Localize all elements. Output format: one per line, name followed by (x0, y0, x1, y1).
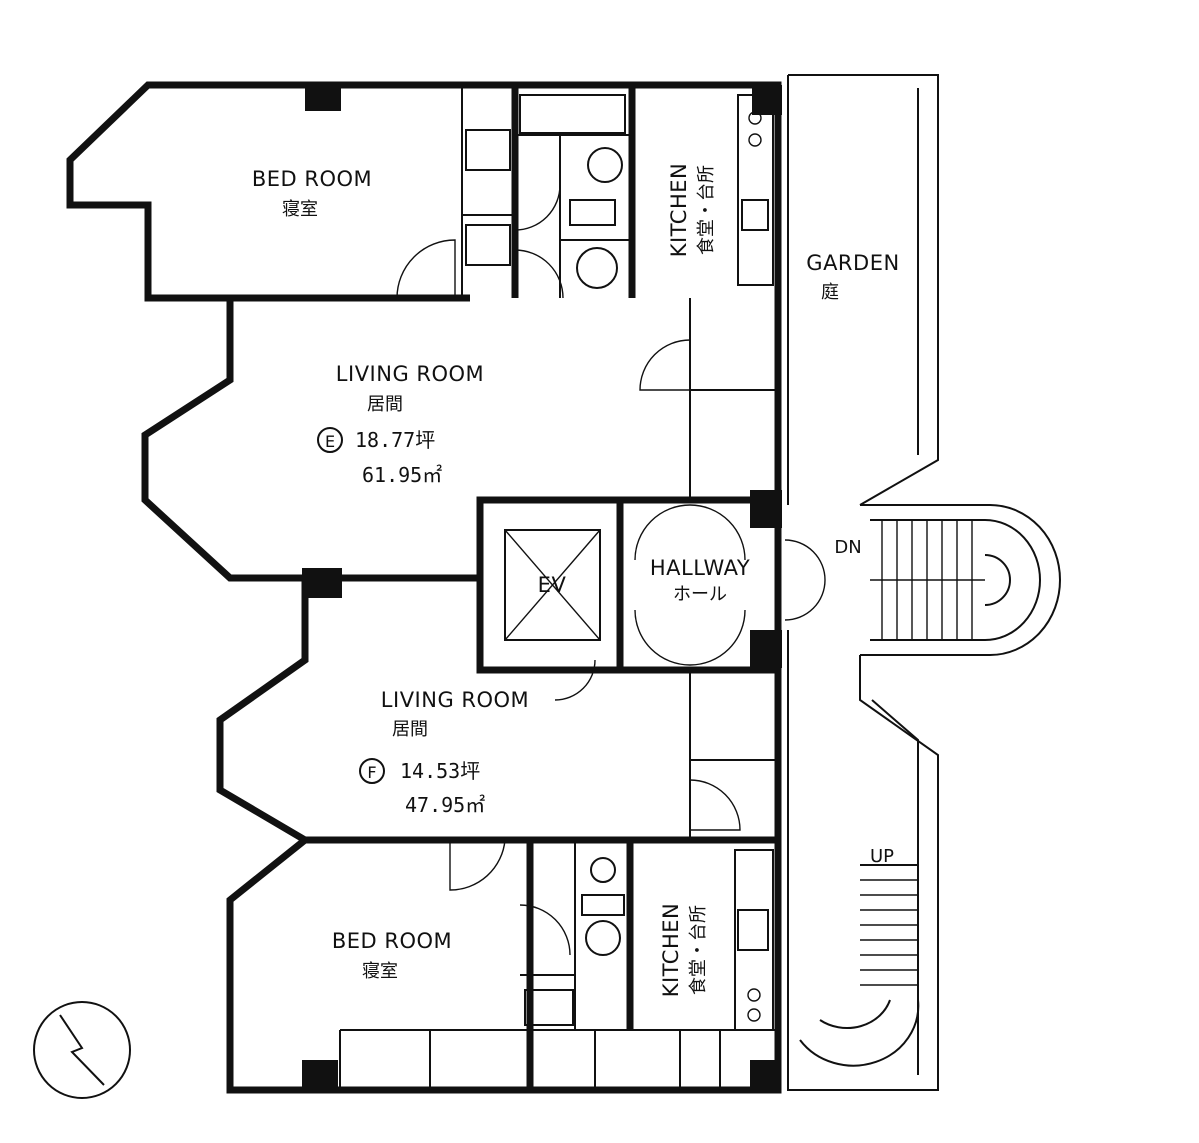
label-hallway: HALLWAY ホール (650, 556, 750, 605)
interior-walls (305, 85, 778, 1090)
unit-e-letter: E (325, 432, 335, 451)
bedroom-bottom-jp: 寝室 (362, 961, 398, 982)
kitchen-bottom-jp: 食堂・台所 (688, 905, 709, 995)
garden-enclosure (787, 74, 939, 1091)
unit-e-badge (317, 427, 343, 453)
label-living-f: LIVING ROOM 居間 F 14.53坪 47.95㎡ (359, 688, 529, 817)
label-garden: GARDEN 庭 (806, 251, 899, 303)
living-e-sqm: 61.95㎡ (362, 463, 442, 487)
columns (302, 85, 782, 1090)
hallway-jp: ホール (673, 584, 727, 605)
label-kitchen-top: KITCHEN 食堂・台所 (667, 163, 717, 258)
label-stairs-up: UP (870, 846, 894, 867)
elevator-label: EV (538, 573, 567, 597)
label-stairs-down: DN (834, 537, 861, 558)
hallway-title: HALLWAY (650, 556, 750, 580)
bedroom-bottom-title: BED ROOM (332, 929, 452, 953)
garden-jp: 庭 (821, 282, 839, 303)
unit-f-badge (359, 758, 385, 784)
living-f-tsubo: 14.53坪 (400, 759, 480, 783)
kitchen-bottom-title: KITCHEN (659, 903, 683, 998)
living-e-title: LIVING ROOM (336, 362, 484, 386)
living-f-title: LIVING ROOM (381, 688, 529, 712)
living-f-jp: 居間 (392, 719, 428, 740)
living-f-sqm: 47.95㎡ (405, 793, 485, 817)
label-living-e: LIVING ROOM 居間 E 18.77坪 61.95㎡ (317, 362, 484, 487)
doors (396, 184, 826, 956)
stairs-up-label: UP (870, 846, 894, 867)
bedroom-top-title: BED ROOM (252, 167, 372, 191)
label-bedroom-bottom: BED ROOM 寝室 (332, 929, 452, 982)
fixtures (465, 94, 774, 1031)
kitchen-top-title: KITCHEN (667, 163, 691, 258)
living-e-tsubo: 18.77坪 (355, 428, 435, 452)
stairs-down (860, 504, 1061, 656)
stairs-down-label: DN (834, 537, 861, 558)
garden-title: GARDEN (806, 251, 899, 275)
living-e-jp: 居間 (367, 394, 403, 415)
label-kitchen-bottom: KITCHEN 食堂・台所 (659, 903, 709, 998)
kitchen-top-jp: 食堂・台所 (696, 165, 717, 255)
bedroom-top-jp: 寝室 (282, 199, 318, 220)
unit-f-letter: F (367, 763, 376, 782)
label-elevator: EV (538, 573, 567, 597)
label-bedroom-top: BED ROOM 寝室 (252, 167, 372, 220)
stairs-up (799, 864, 920, 1067)
north-arrow-icon (33, 1001, 131, 1099)
